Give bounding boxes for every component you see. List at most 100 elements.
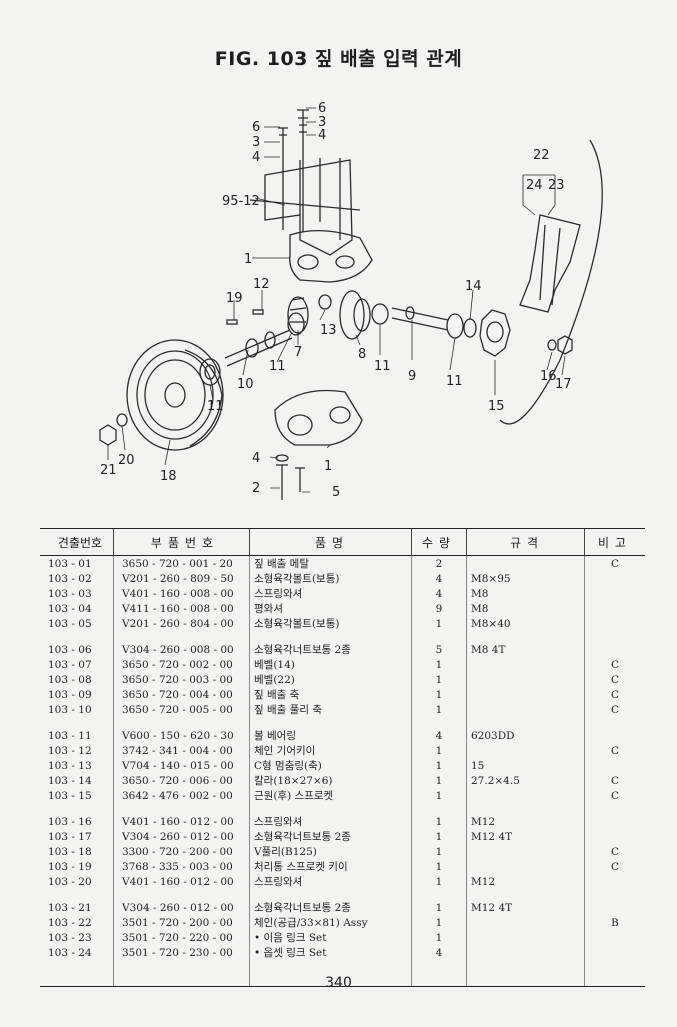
part-index-cell: 103 - 19 <box>48 860 92 873</box>
frame-bracket <box>264 159 353 256</box>
part-name-cell: 체인 기어키이 <box>249 743 412 758</box>
part-index-cell: 103 - 20 <box>48 875 92 888</box>
part-note-cell: B <box>584 915 645 930</box>
exploded-parts-diagram: 6 3 4 6 3 4 22 24 23 95-12 1 12 19 13 7 … <box>99 101 603 500</box>
part-note-cell <box>584 900 645 915</box>
part-number-cell: 3501 - 720 - 230 - 00 <box>113 945 250 987</box>
part-note-cell: C <box>584 687 645 702</box>
callout-12: 12 <box>253 277 270 292</box>
part-index-cell: 103 - 03 <box>48 587 92 600</box>
part-index-cell: 103 - 02 <box>48 572 92 585</box>
spacer-cell <box>113 889 250 900</box>
part-quantity-cell: 1 <box>411 758 467 773</box>
washer-16 <box>547 339 557 351</box>
bolt-lower-5 <box>295 467 305 492</box>
callout-15: 15 <box>488 399 505 414</box>
spacer-cell <box>411 889 467 900</box>
part-spec-cell <box>466 859 585 874</box>
header-index: 견출번호 <box>40 528 114 556</box>
part-note-cell <box>584 642 645 657</box>
callout-20: 20 <box>118 453 135 468</box>
part-name-cell: • 이음 링크 Set <box>249 930 412 945</box>
spacer-cell <box>249 631 412 642</box>
header-quantity: 수량 <box>411 528 467 556</box>
spacer-cell <box>113 717 250 728</box>
spacer-cell <box>249 803 412 814</box>
part-number-cell: V401 - 160 - 012 - 00 <box>113 874 250 889</box>
callout-21: 21 <box>100 463 117 478</box>
part-number-cell: V201 - 260 - 804 - 00 <box>113 616 250 631</box>
part-number-cell: V401 - 160 - 008 - 00 <box>113 586 250 601</box>
part-quantity-cell: 1 <box>411 687 467 702</box>
part-name-cell: 체인(공급/33×81) Assy <box>249 915 412 930</box>
part-number-cell: V304 - 260 - 012 - 00 <box>113 829 250 844</box>
part-index-cell: 103 - 07 <box>48 658 92 671</box>
part-note-cell <box>584 601 645 616</box>
spacer-cell <box>40 717 114 728</box>
bearing-far <box>446 313 464 339</box>
part-quantity-cell: 1 <box>411 702 467 717</box>
part-spec-cell: 6203DD <box>466 728 585 743</box>
v-pulley-outer <box>126 339 224 451</box>
chain-loop <box>499 139 603 425</box>
spacer-cell <box>40 889 114 900</box>
part-name-cell: 칼라(18×27×6) <box>249 773 412 788</box>
group-spacer <box>40 631 645 642</box>
part-number-cell: 3501 - 720 - 220 - 00 <box>113 930 250 945</box>
spacer-cell <box>113 631 250 642</box>
part-note-cell <box>584 758 645 773</box>
part-index-cell: 103 - 01 <box>48 557 92 570</box>
header-part-number: 부품번호 <box>113 528 250 556</box>
part-index-cell: 103 - 23 <box>48 931 92 944</box>
bolt-top-left <box>278 127 288 230</box>
part-spec-cell <box>466 672 585 687</box>
group-spacer <box>40 803 645 814</box>
part-name-cell: 스프링와셔 <box>249 874 412 889</box>
snap-ring-13 <box>318 294 332 310</box>
part-index-cell: 103 - 17 <box>48 830 92 843</box>
part-spec-cell <box>466 945 585 987</box>
part-name-cell: 베벨(14) <box>249 657 412 672</box>
part-number-cell: 3650 - 720 - 003 - 00 <box>113 672 250 687</box>
spacer-cell <box>411 803 467 814</box>
gear-case-lower <box>274 389 363 446</box>
bearing-right <box>371 303 389 325</box>
key-19 <box>226 319 238 325</box>
part-index-cell: 103 - 22 <box>48 916 92 929</box>
part-index-cell: 103 - 15 <box>48 789 92 802</box>
part-quantity-cell: 1 <box>411 930 467 945</box>
part-note-cell: C <box>584 702 645 717</box>
part-number-cell: V704 - 140 - 015 - 00 <box>113 758 250 773</box>
part-spec-cell <box>466 657 585 672</box>
part-quantity-cell: 1 <box>411 788 467 803</box>
part-number-cell: 3650 - 720 - 004 - 00 <box>113 687 250 702</box>
part-name-cell: 근원(후) 스프로켓 <box>249 788 412 803</box>
part-index-cell: 103 - 24 <box>40 945 114 987</box>
part-index-cell: 103 - 06 <box>48 643 92 656</box>
callout-18: 18 <box>160 469 177 484</box>
part-name-cell: 스프링와셔 <box>249 586 412 601</box>
part-quantity-cell: 1 <box>411 859 467 874</box>
part-number-cell: V600 - 150 - 620 - 30 <box>113 728 250 743</box>
part-number-cell: V304 - 260 - 008 - 00 <box>113 642 250 657</box>
part-name-cell: 소형육각너트보통 2종 <box>249 900 412 915</box>
callout-5: 5 <box>332 485 340 500</box>
callout-14: 14 <box>465 279 482 294</box>
part-name-cell: V풀리(B125) <box>249 844 412 859</box>
bevel-gear-22 <box>339 290 365 340</box>
spacer-cell <box>584 717 645 728</box>
part-name-cell: 소형육각너트보통 2종 <box>249 642 412 657</box>
part-spec-cell <box>466 743 585 758</box>
callout-3-b: 3 <box>318 115 326 130</box>
part-index-cell: 103 - 08 <box>48 673 92 686</box>
